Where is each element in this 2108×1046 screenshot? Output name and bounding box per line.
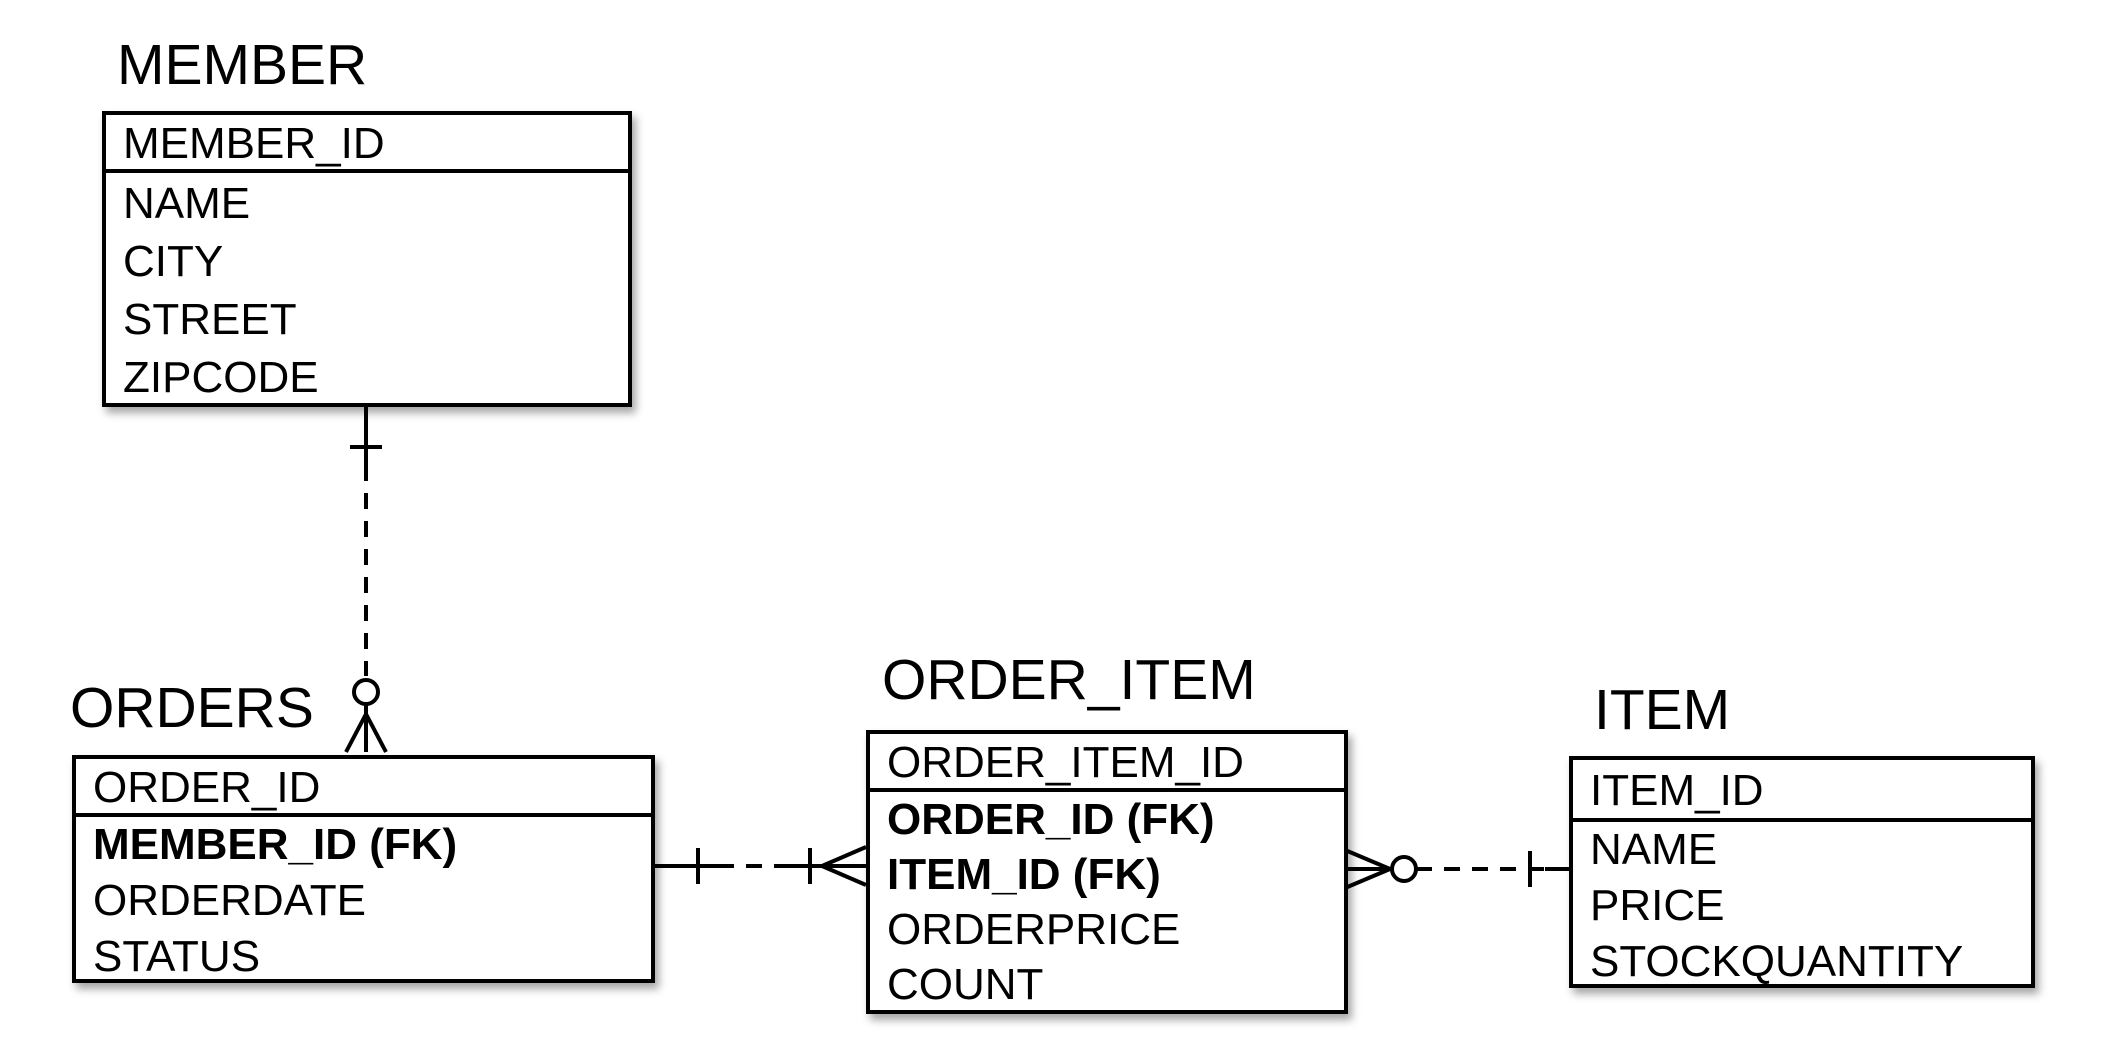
field-order-item-id: ORDER_ITEM_ID: [887, 738, 1244, 787]
many-crowfoot-right: [364, 713, 388, 753]
attribute-section: ORDER_ID (FK) ITEM_ID (FK) ORDERPRICE CO…: [870, 792, 1344, 1012]
entity-member: MEMBER_ID NAME CITY STREET ZIPCODE: [102, 111, 632, 407]
field-order-id-fk: ORDER_ID (FK): [887, 795, 1215, 844]
relation-orders-orderitem: [655, 845, 867, 887]
entity-order-item: ORDER_ITEM_ID ORDER_ID (FK) ITEM_ID (FK)…: [866, 730, 1348, 1014]
relation-orderitem-item: [1344, 848, 1572, 890]
field-orderdate: ORDERDATE: [93, 876, 366, 925]
primary-key-section: MEMBER_ID: [106, 115, 628, 173]
attribute-section: NAME PRICE STOCKQUANTITY: [1573, 822, 2031, 990]
field-status: STATUS: [93, 932, 261, 981]
field-price: PRICE: [1590, 881, 1725, 930]
many-crowfoot-top: [1344, 848, 1391, 871]
primary-key-section: ORDER_ITEM_ID: [870, 734, 1344, 792]
field-orderprice: ORDERPRICE: [887, 905, 1181, 954]
entity-item: ITEM_ID NAME PRICE STOCKQUANTITY: [1569, 756, 2035, 988]
field-street: STREET: [123, 295, 297, 344]
field-city: CITY: [123, 237, 224, 286]
attribute-section: NAME CITY STREET ZIPCODE: [106, 173, 628, 407]
many-crowfoot-left: [344, 713, 368, 753]
primary-key-section: ITEM_ID: [1573, 760, 2031, 822]
field-name: NAME: [123, 179, 251, 228]
field-member-id: MEMBER_ID: [123, 119, 385, 168]
zero-optional-mark: [1390, 855, 1418, 883]
entity-title-order-item: ORDER_ITEM: [882, 648, 1256, 712]
entity-title-member: MEMBER: [117, 33, 368, 97]
many-crowfoot-top: [821, 845, 867, 868]
field-count: COUNT: [887, 960, 1044, 1009]
field-item-id: ITEM_ID: [1590, 766, 1764, 815]
many-crowfoot-bottom: [1344, 867, 1391, 890]
field-item-id-fk: ITEM_ID (FK): [887, 850, 1161, 899]
primary-key-section: ORDER_ID: [76, 759, 651, 817]
field-member-id-fk: MEMBER_ID (FK): [93, 820, 458, 869]
many-crowfoot-bottom: [821, 864, 867, 887]
field-stockquantity: STOCKQUANTITY: [1590, 937, 1964, 986]
field-name: NAME: [1590, 825, 1718, 874]
entity-title-item: ITEM: [1594, 678, 1731, 742]
field-zipcode: ZIPCODE: [123, 353, 319, 402]
entity-orders: ORDER_ID MEMBER_ID (FK) ORDERDATE STATUS: [72, 755, 655, 983]
relation-member-orders: [344, 406, 388, 753]
attribute-section: MEMBER_ID (FK) ORDERDATE STATUS: [76, 817, 651, 985]
entity-title-orders: ORDERS: [70, 676, 314, 740]
zero-optional-mark: [352, 678, 380, 706]
field-order-id: ORDER_ID: [93, 763, 321, 812]
